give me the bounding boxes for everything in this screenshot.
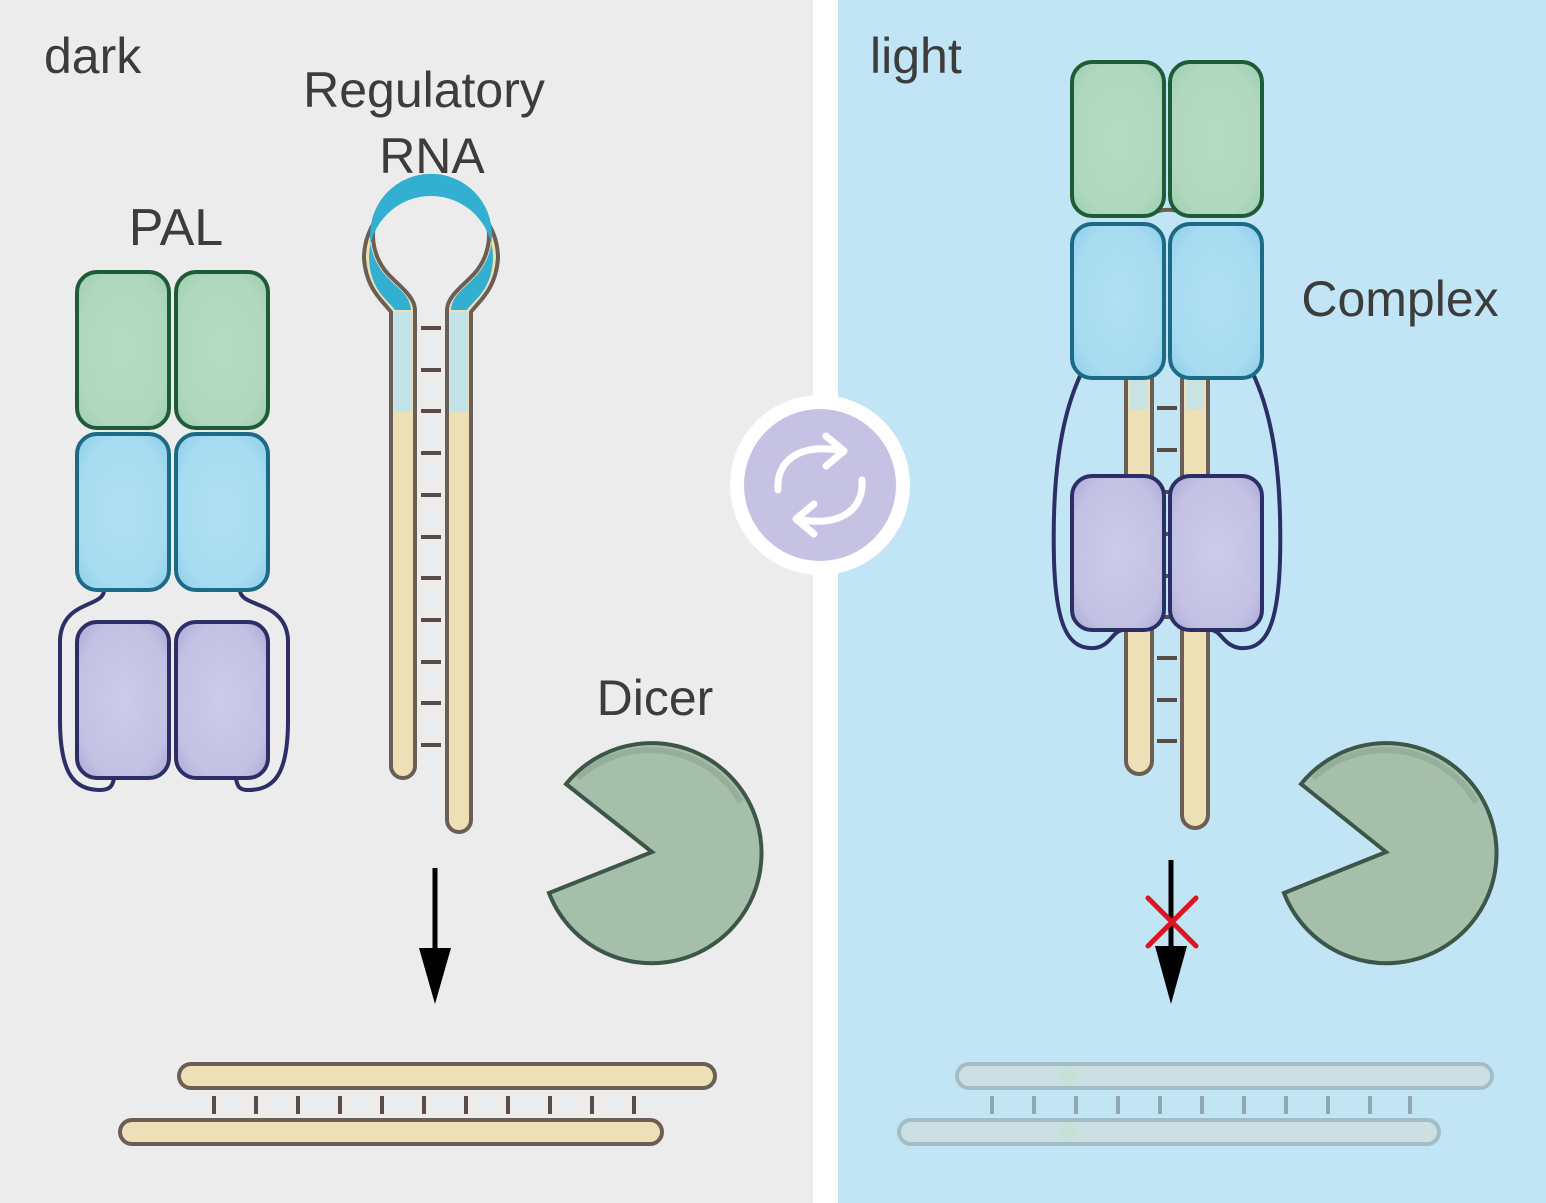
complex-blue-domain-right — [1168, 222, 1264, 380]
dicer-dark-rim — [575, 747, 744, 804]
pal-protein — [58, 270, 290, 793]
complex-green-domain-right — [1168, 60, 1264, 218]
pal-label: PAL — [129, 199, 223, 257]
cross-mark-icon — [1145, 895, 1199, 949]
dicer-dark — [546, 741, 764, 966]
rna-base-pairs — [421, 326, 441, 747]
rna-stem-fade-right — [450, 312, 468, 412]
complex-pal-protein — [1051, 60, 1283, 651]
dicer-light-rim — [1310, 747, 1479, 804]
complex-green-domain-left — [1070, 60, 1166, 218]
complex-blue-domain-left — [1070, 222, 1166, 380]
pal-blue-domain-right — [174, 432, 270, 592]
sirna-duplex-light-faded — [897, 1062, 1494, 1146]
complex-label: Complex — [1301, 271, 1498, 327]
swap-arrows-icon — [730, 395, 910, 575]
complex-linker-right — [1211, 375, 1283, 651]
complex-purple-domain-right — [1168, 474, 1264, 632]
dark-label: dark — [44, 28, 142, 84]
dicer-light-shape — [1281, 741, 1499, 966]
pal-green-domain-left — [75, 270, 171, 430]
dicer-light — [1281, 741, 1499, 966]
light-label: light — [870, 28, 962, 84]
dicer-label: Dicer — [597, 670, 714, 726]
pal-blue-domain-left — [75, 432, 171, 592]
regulatory-rna-hairpin — [361, 173, 501, 834]
regulatory-label: Regulatory — [303, 62, 545, 118]
pal-linker-left — [58, 589, 119, 793]
rna-stem-fade-left — [394, 312, 412, 412]
processing-arrow-dark — [419, 868, 451, 1004]
blocked-processing-arrow — [1155, 860, 1187, 1004]
pal-purple-domain-left — [75, 620, 171, 780]
pal-green-domain-right — [174, 270, 270, 430]
sirna-duplex-dark — [118, 1062, 717, 1146]
dicer-dark-shape — [546, 741, 764, 966]
pal-linker-right — [231, 589, 290, 793]
complex-linker-left — [1051, 375, 1123, 651]
complex-purple-domain-left — [1070, 474, 1166, 632]
pal-purple-domain-right — [174, 620, 270, 780]
